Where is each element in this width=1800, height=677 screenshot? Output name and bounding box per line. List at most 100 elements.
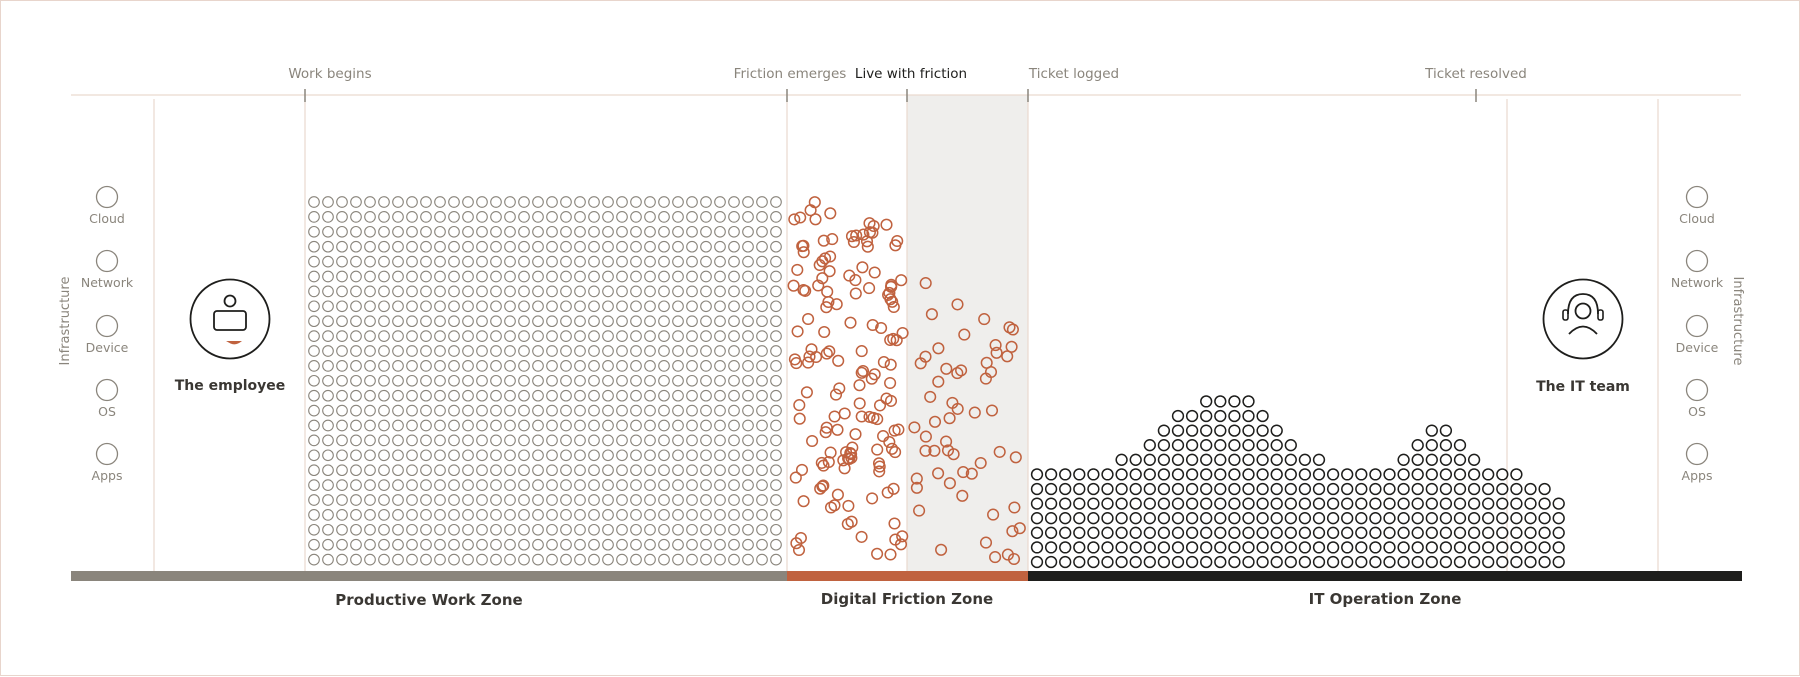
- productive-circle: [742, 464, 754, 477]
- it-circle: [1242, 424, 1255, 437]
- productive-circle: [518, 330, 530, 342]
- it-circle: [1284, 526, 1297, 539]
- it-circle: [1453, 512, 1467, 525]
- productive-circle: [742, 419, 754, 432]
- productive-circle: [728, 270, 740, 283]
- friction-circle: [896, 326, 909, 340]
- friction-circle: [844, 316, 857, 329]
- productive-circle: [490, 300, 502, 313]
- it-circle: [1312, 526, 1326, 539]
- it-circle: [1355, 482, 1368, 496]
- productive-circle: [588, 345, 600, 357]
- productive-circle: [658, 225, 670, 238]
- it-circle: [1298, 526, 1312, 539]
- productive-circle: [322, 315, 334, 328]
- productive-circle: [476, 345, 488, 357]
- friction-circle: [819, 252, 832, 265]
- productive-circle: [434, 300, 446, 313]
- productive-circle: [532, 509, 544, 521]
- productive-circle: [602, 330, 614, 342]
- productive-circle: [392, 285, 404, 298]
- productive-circle: [574, 270, 586, 283]
- it-circle: [1510, 468, 1523, 481]
- it-circle: [1115, 497, 1128, 510]
- it-circle: [1228, 453, 1241, 466]
- productive-circle: [700, 374, 712, 387]
- friction-circle: [1007, 552, 1021, 566]
- friction-circle: [932, 375, 945, 388]
- productive-circle: [364, 285, 376, 298]
- right-layer-os-label: OS: [1688, 404, 1706, 419]
- productive-circle: [728, 553, 740, 566]
- productive-circle: [308, 255, 320, 268]
- it-circle: [1312, 497, 1326, 510]
- layer-device-marker: [95, 314, 119, 338]
- productive-circle: [504, 270, 516, 283]
- it-circle: [1214, 555, 1227, 569]
- productive-circle: [588, 553, 600, 566]
- friction-circle: [884, 293, 897, 306]
- productive-circle: [378, 255, 390, 268]
- productive-circle: [616, 434, 628, 447]
- it-circle: [1467, 482, 1481, 496]
- productive-circle: [602, 270, 614, 283]
- productive-circle: [490, 240, 502, 253]
- productive-circle: [406, 479, 418, 491]
- productive-circle: [504, 255, 516, 268]
- it-circle: [1369, 526, 1382, 539]
- friction-circle: [989, 551, 1002, 564]
- productive-circle: [630, 330, 642, 342]
- productive-circle: [504, 345, 516, 357]
- it-circle: [1101, 482, 1114, 496]
- productive-circle: [728, 404, 740, 417]
- productive-circle: [672, 494, 684, 506]
- productive-zone-label: Productive Work Zone: [335, 591, 522, 609]
- productive-circle: [336, 315, 348, 328]
- productive-circle: [616, 419, 628, 432]
- productive-circle: [644, 553, 656, 566]
- productive-circle: [336, 300, 348, 313]
- right-layer-cloud: Cloud: [1679, 185, 1715, 226]
- productive-circle: [770, 225, 782, 238]
- it-circle: [1538, 555, 1551, 569]
- productive-circle: [504, 374, 516, 387]
- friction-circle: [824, 207, 837, 220]
- productive-circle: [630, 374, 642, 387]
- friction-circle: [913, 504, 926, 517]
- productive-circle: [420, 449, 432, 462]
- productive-circle: [630, 553, 642, 566]
- productive-circle: [546, 449, 558, 462]
- productive-circle: [518, 419, 530, 432]
- productive-circle: [728, 389, 740, 402]
- it-circle: [1467, 468, 1481, 481]
- friction-circle: [928, 415, 942, 428]
- productive-circle: [518, 270, 530, 283]
- friction-circle: [826, 233, 839, 246]
- productive-circle: [588, 449, 600, 462]
- productive-circle: [476, 315, 488, 328]
- friction-circle: [833, 382, 846, 395]
- productive-circle: [434, 240, 446, 253]
- friction-circle: [872, 457, 886, 470]
- it-circle: [1341, 541, 1354, 554]
- productive-circle: [672, 389, 684, 402]
- productive-circle: [434, 315, 446, 328]
- productive-circle: [728, 211, 740, 223]
- productive-circle: [588, 509, 600, 521]
- productive-circle: [476, 404, 488, 417]
- productive-circle: [560, 345, 572, 357]
- productive-circle: [364, 360, 376, 372]
- it-circle: [1228, 424, 1241, 437]
- friction-circle: [823, 345, 836, 358]
- productive-circle: [644, 255, 656, 268]
- productive-circle: [364, 464, 376, 477]
- productive-circle: [728, 225, 740, 238]
- productive-circle: [574, 523, 586, 536]
- productive-circle: [728, 464, 740, 477]
- productive-circle: [504, 538, 516, 551]
- friction-circle: [965, 467, 978, 480]
- friction-circle: [943, 477, 956, 490]
- productive-circle: [686, 240, 698, 253]
- productive-circle: [686, 315, 698, 328]
